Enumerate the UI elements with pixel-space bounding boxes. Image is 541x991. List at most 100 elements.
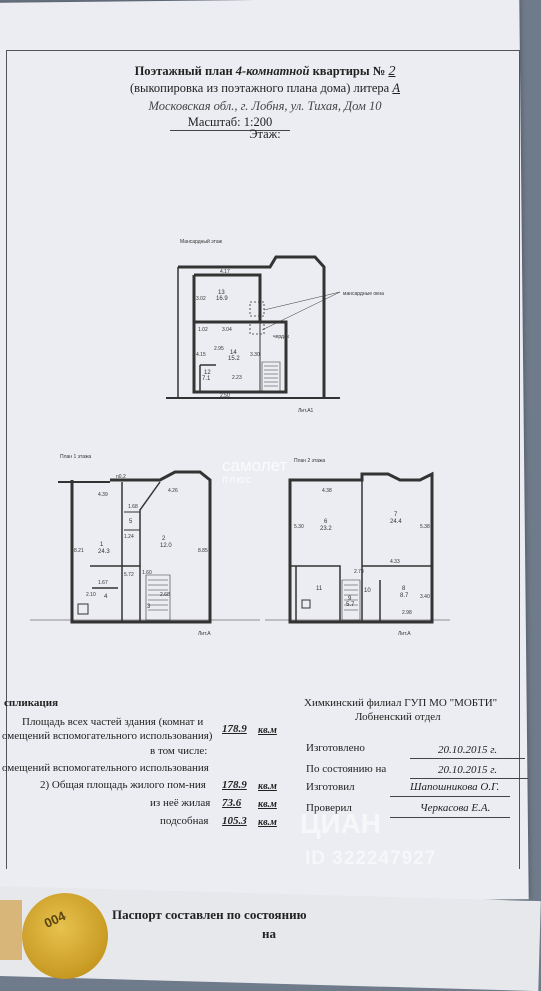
dim-label: 5.38 <box>420 524 430 530</box>
floor-plans-drawing: Мансардный этаж мансардные окна чердак Л… <box>30 238 450 637</box>
attic-label: Мансардный этаж <box>180 238 223 245</box>
maker-name: Шапошникова О.Г. <box>410 781 500 793</box>
attic-windows-label: мансардные окна <box>343 291 384 297</box>
dim-label: 2.50 <box>220 393 230 399</box>
expl-line1a: Площадь всех частей здания (комнат и <box>22 716 204 728</box>
samolet-watermark: самолет плюс <box>222 456 288 486</box>
dim-label: 1.02 <box>198 327 208 333</box>
listing-id-watermark: ID 322247927 <box>305 848 437 869</box>
room-area: 8.7 <box>400 593 409 599</box>
passport-caption: Паспорт составлен по состоянию на <box>112 907 307 941</box>
dim-label: 3.30 <box>250 352 260 358</box>
room-number: 10 <box>364 588 371 594</box>
unit: кв.м <box>258 817 277 828</box>
attic-plan <box>166 255 341 399</box>
made-label: Изготовлено <box>306 742 365 754</box>
made-date: 20.10.2015 г. <box>438 744 498 756</box>
dim-label: 4.38 <box>322 488 332 494</box>
total-area-value: 178.9 <box>222 723 247 735</box>
checker-line <box>390 817 510 818</box>
dim-label: 3.40 <box>420 594 430 600</box>
dim-label: 2.23 <box>232 375 242 381</box>
room-area: 5.7 <box>346 602 355 608</box>
unit: кв.м <box>258 781 277 792</box>
dim-label: 1.67 <box>98 580 108 586</box>
room-number: 2 <box>162 536 166 542</box>
room-area: 15.2 <box>228 356 240 362</box>
maker-label: Изготовил <box>306 781 355 793</box>
dim-label: 2.95 <box>214 346 224 352</box>
dim-label: 5.72 <box>124 572 134 578</box>
aux-label: подсобная <box>160 815 209 827</box>
aux-area-value: 105.3 <box>222 815 247 827</box>
room-area: 24.4 <box>390 519 402 525</box>
room-number: 7 <box>394 512 398 518</box>
made-line <box>410 758 525 759</box>
state-line <box>410 778 528 779</box>
checker-label: Проверил <box>306 802 352 814</box>
dim-label: 2.98 <box>402 610 412 616</box>
dim-label: 5.30 <box>294 524 304 530</box>
dim-label: 4.33 <box>390 559 400 565</box>
floor2-plan <box>265 471 450 624</box>
dim-label: n0.2 <box>116 474 126 480</box>
expl-aux: омещений вспомогательного использования <box>2 762 209 774</box>
dim-label: 2.68 <box>160 592 170 598</box>
org-name: Химкинский филиал ГУП МО "МОБТИ" <box>304 697 498 709</box>
room-number: 1 <box>100 542 104 548</box>
state-date: 20.10.2015 г. <box>438 764 498 776</box>
room-number: 11 <box>316 586 323 592</box>
expl-line1b: омещений вспомогательного использования) <box>2 730 213 742</box>
unit: кв.м <box>258 799 277 810</box>
floor1-label: План 1 этажа <box>60 454 91 460</box>
expl-incl: в том числе: <box>150 745 208 757</box>
floor-label: Этаж: <box>249 127 281 141</box>
dim-label: 1.68 <box>128 504 138 510</box>
dim-label: 2.78 <box>354 569 364 575</box>
unit: кв.м <box>258 725 277 736</box>
dim-label: 8.21 <box>74 548 84 554</box>
floor1-lit-label: Лит.А <box>198 631 211 637</box>
dim-label: 2.10 <box>86 592 96 598</box>
room-number: 13 <box>218 290 225 296</box>
folder-edge <box>0 900 22 960</box>
attic-cherdak-label: чердак <box>273 334 290 340</box>
room-area: 23.2 <box>320 526 332 532</box>
room-area: 12.0 <box>160 543 172 549</box>
room-number: 9 <box>348 596 352 602</box>
room-area: 7.1 <box>202 376 211 382</box>
page-title: Поэтажный план 4-комнатной квартиры № 2 <box>134 64 396 79</box>
living-area-value: 73.6 <box>222 797 242 809</box>
dim-label: 4.39 <box>98 492 108 498</box>
subtitle: (выкопировка из поэтажного плана дома) л… <box>129 81 400 95</box>
room-number: 12 <box>204 370 211 376</box>
total-living-premises-value: 178.9 <box>222 779 247 791</box>
scale: Масштаб: 1:200 <box>170 115 290 131</box>
dept-name: Лобненский отдел <box>355 711 441 723</box>
checker-name: Черкасова Е.А. <box>420 802 491 814</box>
expl-line2: 2) Общая площадь жилого пом-ния <box>40 779 206 791</box>
sheet-frame <box>6 50 520 869</box>
explication-title: спликация <box>4 697 59 709</box>
dim-label: 8.85 <box>198 548 208 554</box>
room-number: 8 <box>402 586 406 592</box>
gold-seal-icon <box>22 893 108 979</box>
floor2-lit-label: Лит.А <box>398 631 411 637</box>
attic-lit-label: Лит.А1 <box>298 408 314 414</box>
state-label: По состоянию на <box>306 763 387 775</box>
dim-label: 3.04 <box>222 327 232 333</box>
room-number: 3 <box>147 604 151 610</box>
dim-label: 4.17 <box>220 269 230 275</box>
dim-label: 1.24 <box>124 534 134 540</box>
maker-line <box>390 796 510 797</box>
room-number: 4 <box>104 594 108 600</box>
room-area: 16.9 <box>216 296 228 302</box>
floor1-plan <box>30 470 260 624</box>
dim-label: 3.02 <box>196 296 206 302</box>
room-number: 5 <box>129 519 133 525</box>
room-number: 6 <box>324 519 328 525</box>
dim-label: 1.60 <box>142 570 152 576</box>
address: Московская обл., г. Лобня, ул. Тихая, До… <box>148 99 382 113</box>
living-label: из неё жилая <box>150 797 211 809</box>
dim-label: 4.15 <box>196 352 206 358</box>
